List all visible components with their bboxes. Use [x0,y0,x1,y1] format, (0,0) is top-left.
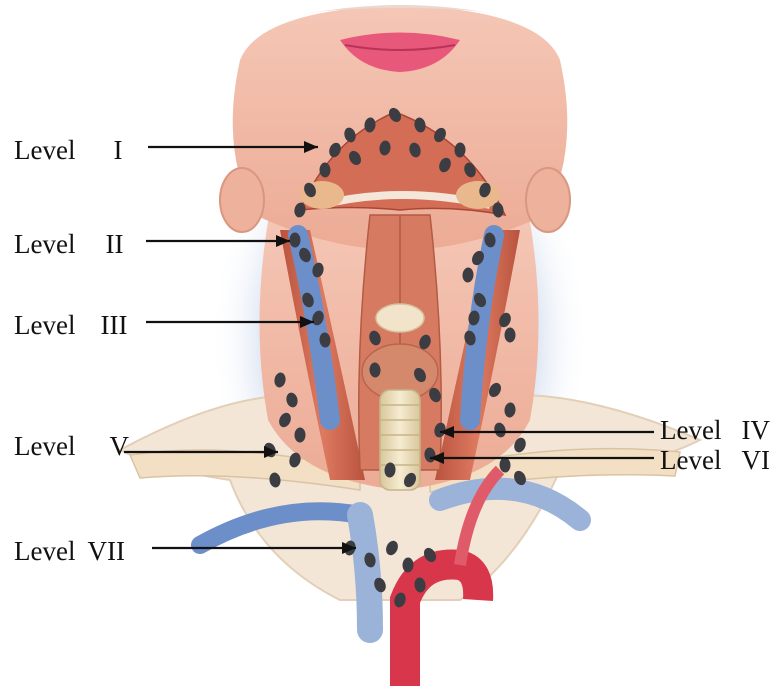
label-level-1-word: Level [14,137,75,164]
label-level-5-word: Level [14,433,75,460]
label-level-3-word: Level [14,312,75,339]
label-level-2: Level II [14,231,123,258]
label-level-6-word: Level [660,447,721,474]
label-level-4-numeral: IV [741,417,770,444]
label-level-6-numeral: VI [741,447,770,474]
label-level-4: Level IV [660,417,770,444]
label-level-3-numeral: III [100,312,127,339]
label-level-1: Level I [14,137,122,164]
right-submandibular-gland [456,181,500,209]
label-level-1-numeral: I [113,137,122,164]
label-level-5: Level V [14,433,129,460]
lymph-node-dot [505,328,516,343]
label-level-2-word: Level [14,231,75,258]
label-level-4-word: Level [660,417,721,444]
label-level-2-numeral: II [105,231,123,258]
thyroid-cartilage [376,304,424,332]
label-level-6: Level VI [660,447,770,474]
label-level-3: Level III [14,312,127,339]
right-ear [526,168,570,232]
label-level-5-numeral: V [109,433,129,460]
label-level-7-numeral: VII [87,538,124,565]
label-level-7: Level VII [14,538,125,565]
label-level-7-word: Level [14,538,75,565]
brachiocephalic-vein [360,515,370,630]
left-ear [220,168,264,232]
